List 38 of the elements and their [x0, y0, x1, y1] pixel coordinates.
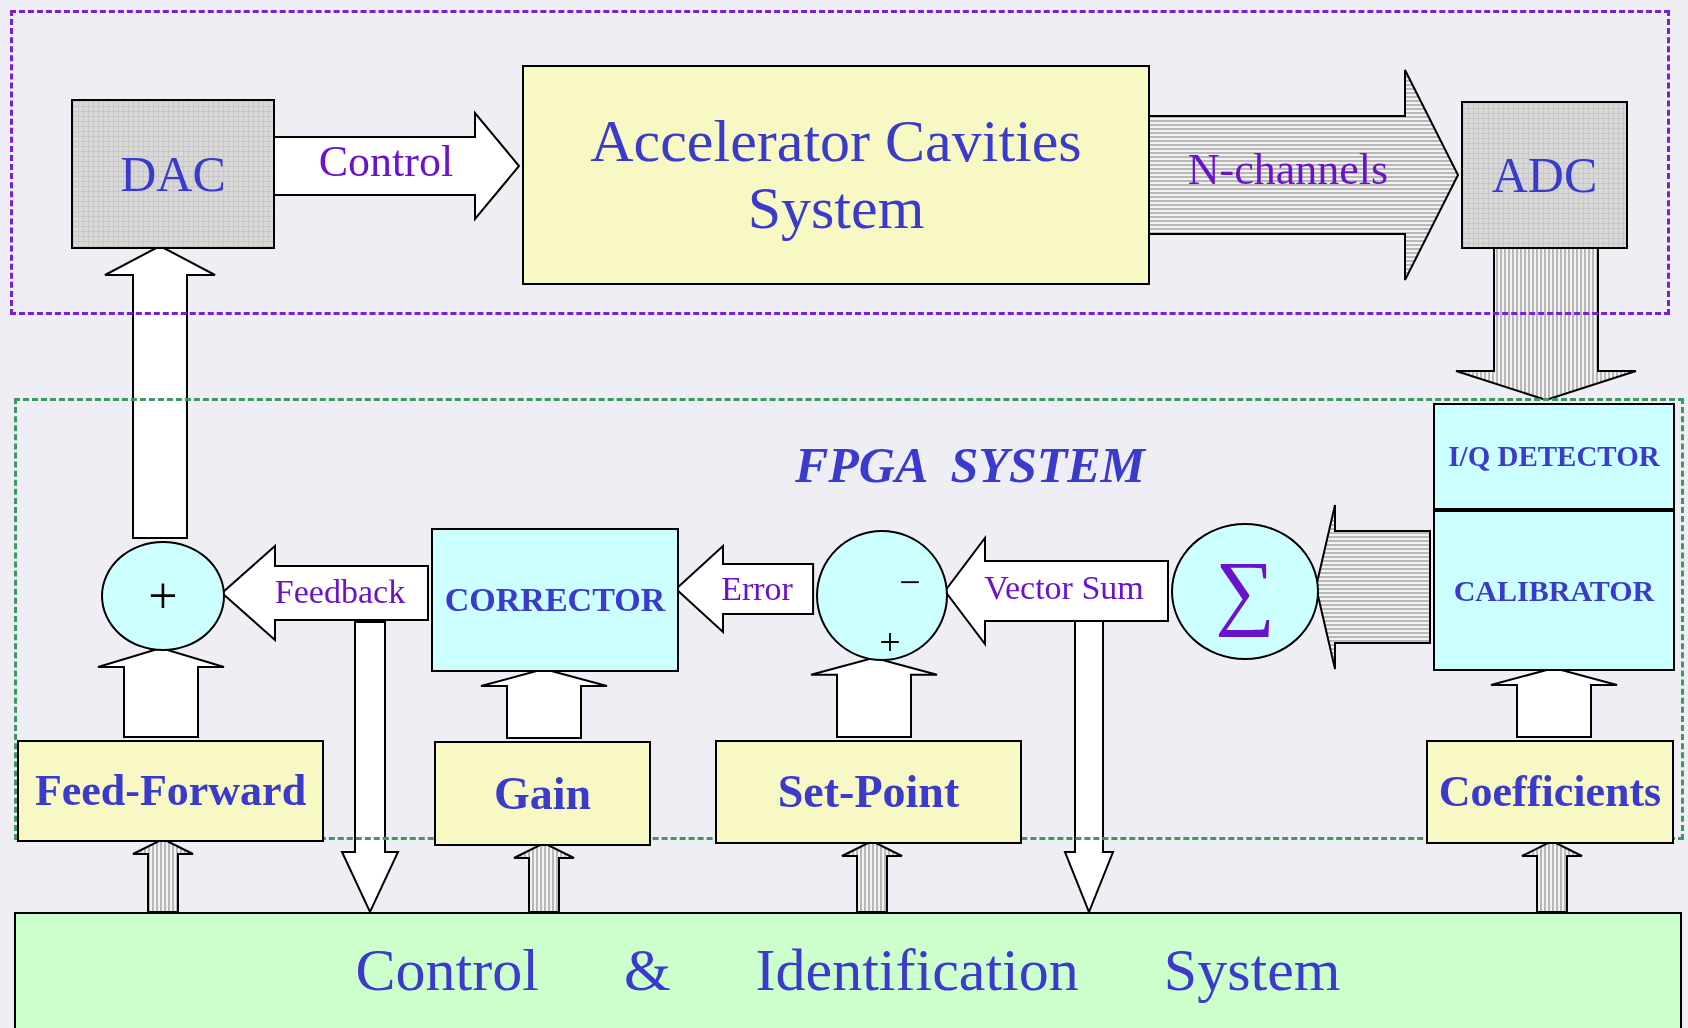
box-label: Set-Point — [777, 766, 960, 818]
block-arrow — [1063, 620, 1115, 913]
box-label: Feed-Forward — [34, 766, 307, 816]
sign-label: + — [148, 566, 178, 626]
box-label: DAC — [120, 146, 226, 202]
edge-label: Control — [318, 140, 454, 184]
box-label: Accelerator Cavities System — [589, 107, 1083, 243]
input-box — [1426, 740, 1674, 844]
process-box — [522, 65, 1150, 285]
converter-box — [1461, 101, 1628, 249]
edge-label: Vector Sum — [984, 571, 1144, 605]
block-arrow — [810, 656, 938, 738]
box-label: ADC — [1491, 147, 1598, 203]
system-box — [14, 912, 1682, 1028]
input-box — [715, 740, 1022, 844]
edge-label: Feedback — [274, 575, 406, 609]
process-box — [431, 528, 679, 672]
converter-box — [71, 99, 275, 249]
sign-label: + — [879, 620, 901, 664]
process-box — [1433, 403, 1675, 510]
block-arrow — [1315, 504, 1431, 670]
input-box — [434, 741, 651, 846]
box-label: Control & Identification System — [355, 937, 1341, 1005]
sign-label: − — [899, 560, 921, 604]
edge-label: Error — [721, 572, 793, 606]
dashed-frame — [10, 10, 1670, 315]
box-label: Gain — [493, 767, 592, 820]
box-label: Coefficients — [1438, 767, 1662, 817]
input-box — [17, 740, 324, 842]
sign-label: ∑ — [1215, 544, 1275, 639]
frame-title: FPGA SYSTEM — [794, 437, 1146, 493]
box-label: I/Q DETECTOR — [1448, 440, 1660, 473]
block-arrow — [97, 647, 225, 738]
edge-label: N-channels — [1187, 148, 1389, 192]
box-label: CORRECTOR — [444, 580, 666, 620]
block-arrow — [340, 621, 400, 913]
box-label: CALIBRATOR — [1453, 573, 1655, 608]
process-box — [1433, 510, 1675, 671]
